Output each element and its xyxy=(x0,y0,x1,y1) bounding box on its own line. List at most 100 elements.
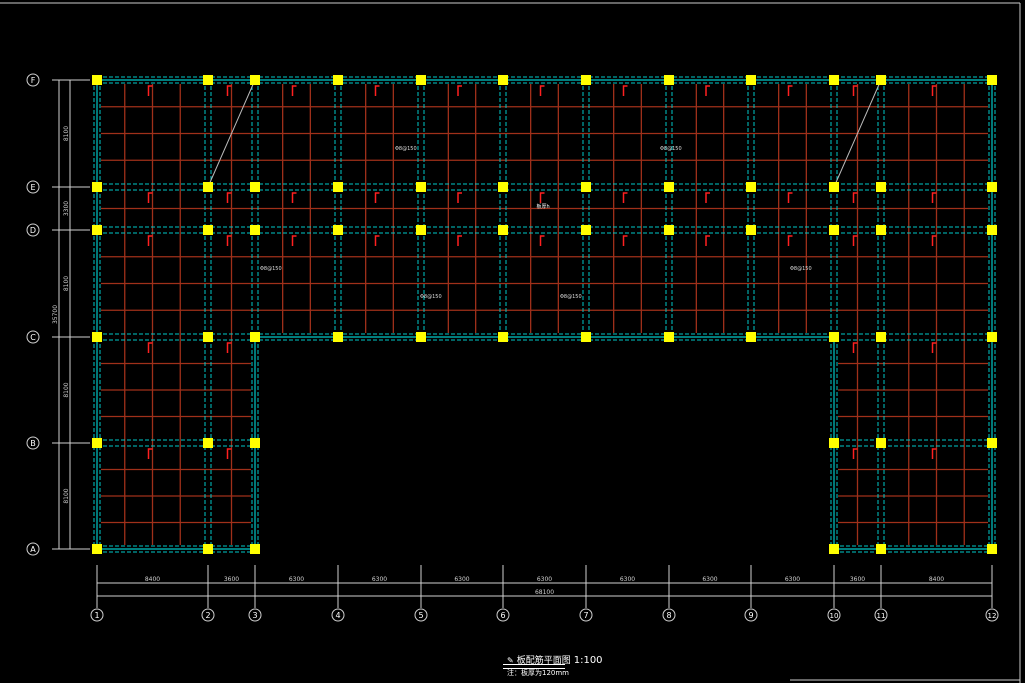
rebar-hook xyxy=(705,235,710,246)
axis-bubble-x xyxy=(248,608,262,622)
rebar-hook xyxy=(931,85,937,96)
column xyxy=(746,75,756,85)
axis-bubble-x xyxy=(414,608,428,622)
column xyxy=(498,332,508,342)
axis-label-x: 10 xyxy=(830,612,839,620)
axis-label-x: 9 xyxy=(748,611,753,620)
dimension-total-text: 35700 xyxy=(52,305,59,324)
rebar-hook xyxy=(226,85,232,96)
rebar-hook xyxy=(374,85,380,96)
column xyxy=(829,332,839,342)
rebar-label: Φ8@150 xyxy=(260,266,282,272)
dimension-text: 3300 xyxy=(63,201,70,216)
column xyxy=(746,182,756,192)
rebar-hook xyxy=(852,342,858,353)
axis-label-x: 4 xyxy=(335,611,340,620)
rebar-hook xyxy=(539,192,545,203)
column xyxy=(829,225,839,235)
rebar-hook xyxy=(539,235,545,246)
column xyxy=(416,75,426,85)
column xyxy=(203,438,213,448)
column xyxy=(746,332,756,342)
axis-label-x: 3 xyxy=(252,611,257,620)
rebar-hook xyxy=(931,448,937,459)
axis-label-y: A xyxy=(30,545,36,554)
drawing-note: 注：板厚为120mm xyxy=(507,669,569,677)
column xyxy=(203,225,213,235)
axis-bubble-y xyxy=(26,223,40,237)
dimension-text: 6300 xyxy=(620,576,635,583)
column xyxy=(333,225,343,235)
axis-bubble-x xyxy=(579,608,593,622)
rebar-hook xyxy=(622,85,628,96)
dimension-text: 6300 xyxy=(289,576,304,583)
column xyxy=(333,332,343,342)
column xyxy=(498,75,508,85)
axis-bubble-x xyxy=(90,608,104,622)
axis-label-x: 1 xyxy=(94,611,99,620)
rebar-label: Φ8@150 xyxy=(560,294,582,300)
rebar-hook xyxy=(147,342,153,353)
column xyxy=(203,75,213,85)
title-scale: 1:100 xyxy=(573,655,603,666)
dimension-text: 6300 xyxy=(372,576,387,583)
column xyxy=(416,225,426,235)
column xyxy=(876,332,886,342)
rebar-hook xyxy=(852,192,858,203)
axis-bubble-y xyxy=(26,436,40,450)
column xyxy=(333,75,343,85)
axis-label-x: 11 xyxy=(877,612,886,620)
rebar-hook xyxy=(787,235,793,246)
axis-label-y: F xyxy=(31,76,36,85)
dimension-total-text: 68100 xyxy=(535,589,554,596)
column xyxy=(876,225,886,235)
rebar-hook xyxy=(931,235,937,246)
rebar-label: Φ8@150 xyxy=(790,266,812,272)
rebar-hook xyxy=(147,85,153,96)
rebar-hook xyxy=(374,235,380,246)
column xyxy=(987,75,997,85)
axis-label-y: B xyxy=(30,439,36,448)
rebar-hook xyxy=(147,448,153,459)
rebar-hook xyxy=(226,342,232,353)
dimension-text: 6300 xyxy=(454,576,469,583)
column xyxy=(987,332,997,342)
rebar-label: Φ8@150 xyxy=(395,146,417,152)
column xyxy=(250,182,260,192)
column xyxy=(92,75,102,85)
column xyxy=(746,225,756,235)
rebar-label: Φ8@150 xyxy=(420,294,442,300)
rebar-hook xyxy=(147,235,153,246)
column xyxy=(987,182,997,192)
column xyxy=(664,75,674,85)
column xyxy=(203,332,213,342)
rebar-hook xyxy=(539,85,545,96)
column xyxy=(987,544,997,554)
column xyxy=(664,332,674,342)
column xyxy=(250,544,260,554)
dimension-text: 8100 xyxy=(63,382,70,397)
column xyxy=(92,438,102,448)
title-text: 板配筋平面图 xyxy=(516,656,571,666)
axis-bubble-x xyxy=(874,608,888,622)
column xyxy=(581,75,591,85)
column xyxy=(829,544,839,554)
axis-bubble-y xyxy=(26,73,40,87)
rebar-hook xyxy=(787,85,793,96)
column xyxy=(987,438,997,448)
rebar-hook xyxy=(852,235,858,246)
rebar-hook xyxy=(457,85,462,96)
dimension-text: 8400 xyxy=(929,576,944,583)
dimension-text: 6300 xyxy=(785,576,800,583)
axis-label-y: D xyxy=(30,226,36,235)
rebar-hook xyxy=(226,448,232,459)
rebar-hook xyxy=(852,85,858,96)
column xyxy=(581,182,591,192)
axis-label-x: 2 xyxy=(205,611,210,620)
rebar-hook xyxy=(457,235,462,246)
column xyxy=(416,332,426,342)
dimension-text: 3600 xyxy=(224,576,239,583)
column xyxy=(829,182,839,192)
